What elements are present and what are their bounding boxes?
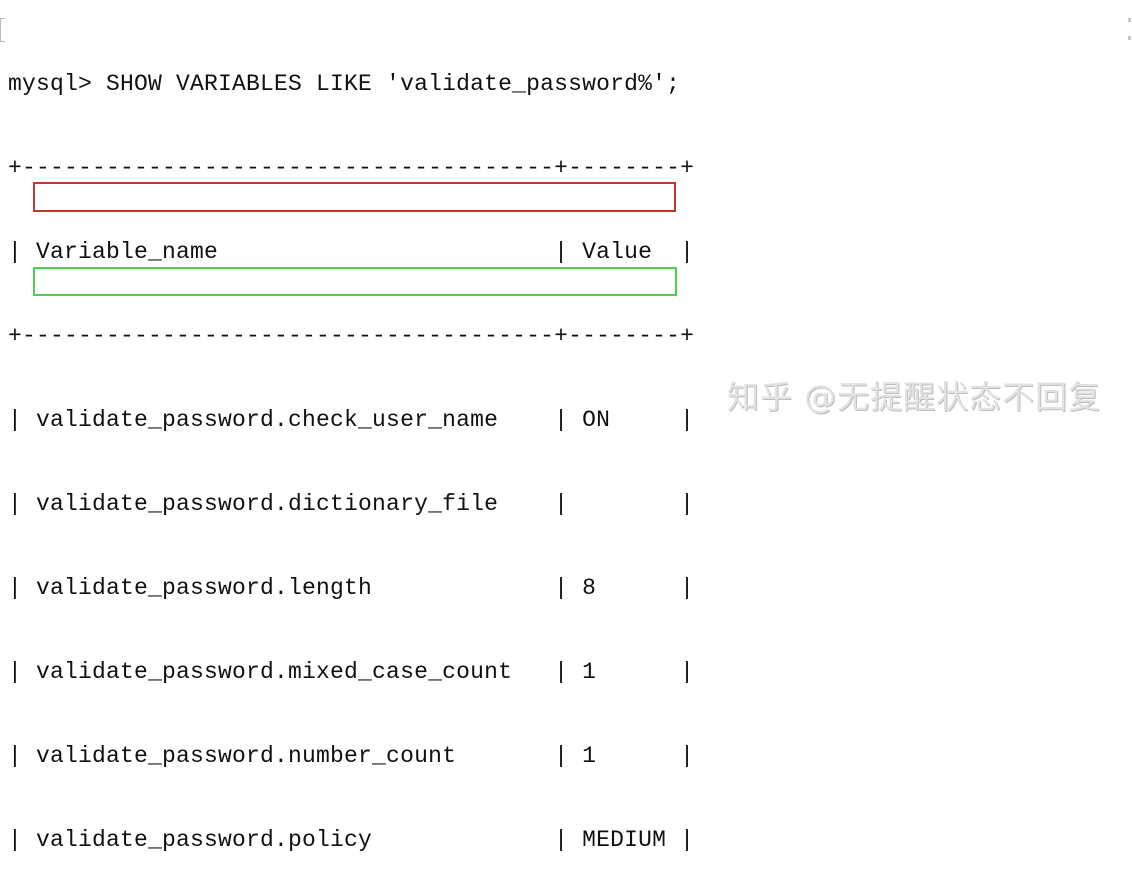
table-row: | validate_password.dictionary_file | | <box>8 491 695 517</box>
watermark: 知乎 @无提醒状态不回复 <box>727 378 1102 416</box>
table-border-top: +--------------------------------------+… <box>8 155 695 181</box>
table-border-header: +--------------------------------------+… <box>8 323 695 349</box>
command-line: mysql> SHOW VARIABLES LIKE 'validate_pas… <box>8 71 681 97</box>
table-row: | validate_password.length | 8 | <box>8 575 695 601</box>
selection-bracket <box>0 18 5 42</box>
edge-mark-top <box>1128 18 1131 22</box>
table-row: | validate_password.policy | MEDIUM | <box>8 827 695 853</box>
table-row: | validate_password.number_count | 1 | <box>8 743 695 769</box>
table-row: | validate_password.check_user_name | ON… <box>8 407 695 433</box>
table-row: | validate_password.mixed_case_count | 1… <box>8 659 695 685</box>
terminal-output[interactable]: mysql> SHOW VARIABLES LIKE 'validate_pas… <box>8 14 694 876</box>
table-header-row: | Variable_name | Value | <box>8 239 695 265</box>
edge-mark-bottom <box>1128 36 1131 40</box>
